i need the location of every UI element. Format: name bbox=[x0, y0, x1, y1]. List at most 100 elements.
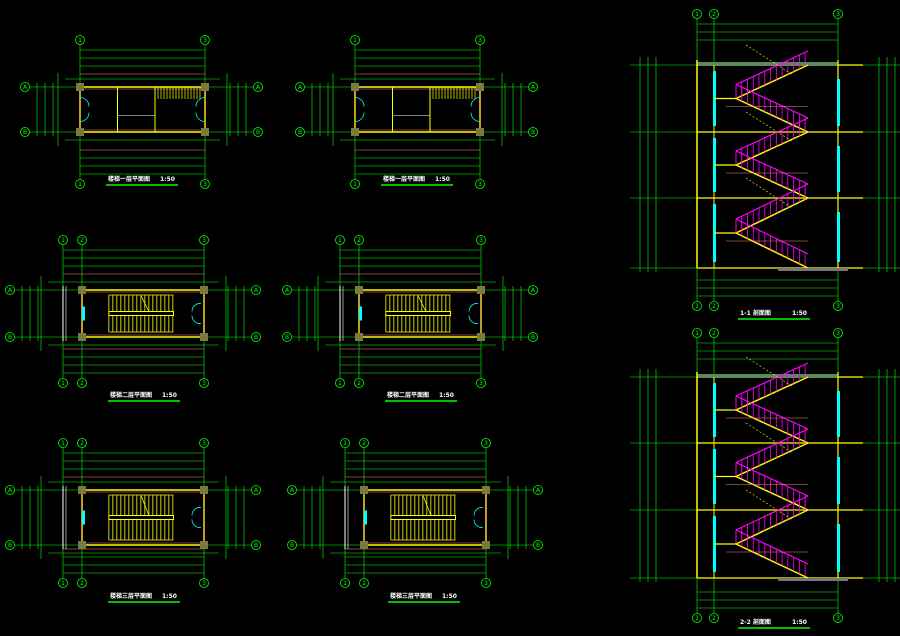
axis-label: 3 bbox=[203, 181, 207, 188]
axis-bubble bbox=[75, 35, 85, 45]
railing-top bbox=[735, 183, 809, 220]
axis-bubble bbox=[340, 438, 350, 448]
leader-line bbox=[745, 44, 794, 76]
axis-bubble bbox=[528, 127, 538, 137]
axis-bubble bbox=[77, 235, 87, 245]
handrail bbox=[385, 311, 451, 316]
axis-bubble bbox=[295, 127, 305, 137]
axis-bubble bbox=[58, 378, 68, 388]
axis-label: A bbox=[254, 487, 259, 494]
column bbox=[477, 286, 485, 294]
stair-wall bbox=[358, 289, 482, 338]
axis-label: 3 bbox=[202, 580, 206, 587]
axis-label: 3 bbox=[479, 237, 483, 244]
axis-label: 2 bbox=[362, 580, 366, 587]
column bbox=[78, 486, 86, 494]
door-swing bbox=[79, 97, 90, 122]
axis-bubble bbox=[533, 540, 543, 550]
axis-label: 3 bbox=[202, 237, 206, 244]
column bbox=[482, 486, 490, 494]
stair-wall bbox=[354, 86, 481, 133]
axis-label: 1 bbox=[695, 11, 699, 18]
inner-dimension bbox=[79, 88, 206, 131]
axis-bubble bbox=[528, 285, 538, 295]
axis-bubble bbox=[251, 332, 261, 342]
title-text: 楼梯二层平面图 bbox=[387, 391, 429, 399]
axis-label: 3 bbox=[478, 37, 482, 44]
axis-bubble bbox=[77, 378, 87, 388]
stair-stringer bbox=[735, 509, 809, 579]
axis-bubble bbox=[199, 438, 209, 448]
break-line bbox=[140, 295, 150, 312]
axis-bubble bbox=[709, 328, 719, 338]
axis-bubble bbox=[359, 578, 369, 588]
window bbox=[837, 146, 840, 192]
axis-bubble bbox=[251, 540, 261, 550]
axis-label: 1 bbox=[695, 303, 699, 310]
axis-label: 1 bbox=[61, 440, 65, 447]
column bbox=[76, 83, 84, 91]
axis-bubble bbox=[282, 332, 292, 342]
railing-top bbox=[735, 395, 809, 430]
axis-label: 1 bbox=[78, 181, 82, 188]
stair-stringer bbox=[735, 64, 809, 133]
axis-bubble bbox=[251, 485, 261, 495]
axis-bubble bbox=[5, 485, 15, 495]
break-line bbox=[140, 495, 150, 516]
axis-label: A bbox=[290, 487, 295, 494]
door-swing bbox=[354, 97, 365, 122]
leader-line bbox=[745, 489, 794, 521]
window bbox=[837, 524, 840, 572]
door-swing bbox=[191, 303, 202, 324]
railing-top bbox=[735, 117, 809, 152]
axis-label: 3 bbox=[484, 580, 488, 587]
stair-wall bbox=[79, 86, 206, 133]
leader-line bbox=[745, 111, 794, 143]
axis-label: 3 bbox=[203, 37, 207, 44]
axis-bubble bbox=[58, 578, 68, 588]
axis-label: 1 bbox=[338, 237, 342, 244]
door-swing bbox=[470, 97, 481, 122]
title-text: 楼梯三层平面图 bbox=[390, 592, 432, 600]
column bbox=[78, 286, 86, 294]
axis-label: 1 bbox=[78, 37, 82, 44]
railing-top bbox=[735, 461, 809, 497]
axis-bubble bbox=[475, 179, 485, 189]
axis-bubble bbox=[350, 179, 360, 189]
axis-label: 1 bbox=[353, 181, 357, 188]
column bbox=[200, 541, 208, 549]
axis-bubble bbox=[528, 82, 538, 92]
axis-label: 3 bbox=[202, 380, 206, 387]
axis-label: 2 bbox=[362, 440, 366, 447]
window bbox=[837, 212, 840, 262]
title-text: 楼梯一层平面图 bbox=[383, 175, 425, 183]
stair-stringer bbox=[735, 376, 809, 444]
axis-label: B bbox=[256, 129, 260, 136]
stair-wall bbox=[363, 489, 487, 546]
scale-text: 1:50 bbox=[439, 392, 454, 399]
stair-stringer bbox=[735, 197, 809, 269]
stair-flight bbox=[714, 111, 809, 199]
axis-bubble bbox=[253, 127, 263, 137]
axis-bubble bbox=[335, 378, 345, 388]
axis-bubble bbox=[200, 179, 210, 189]
window bbox=[837, 457, 840, 504]
inner-dimension bbox=[81, 291, 205, 336]
railing-top bbox=[735, 495, 809, 531]
axis-label: 3 bbox=[202, 440, 206, 447]
axis-bubble bbox=[528, 332, 538, 342]
axis-label: B bbox=[8, 334, 12, 341]
axis-bubble bbox=[692, 328, 702, 338]
axis-label: A bbox=[536, 487, 541, 494]
axis-label: 1 bbox=[343, 580, 347, 587]
